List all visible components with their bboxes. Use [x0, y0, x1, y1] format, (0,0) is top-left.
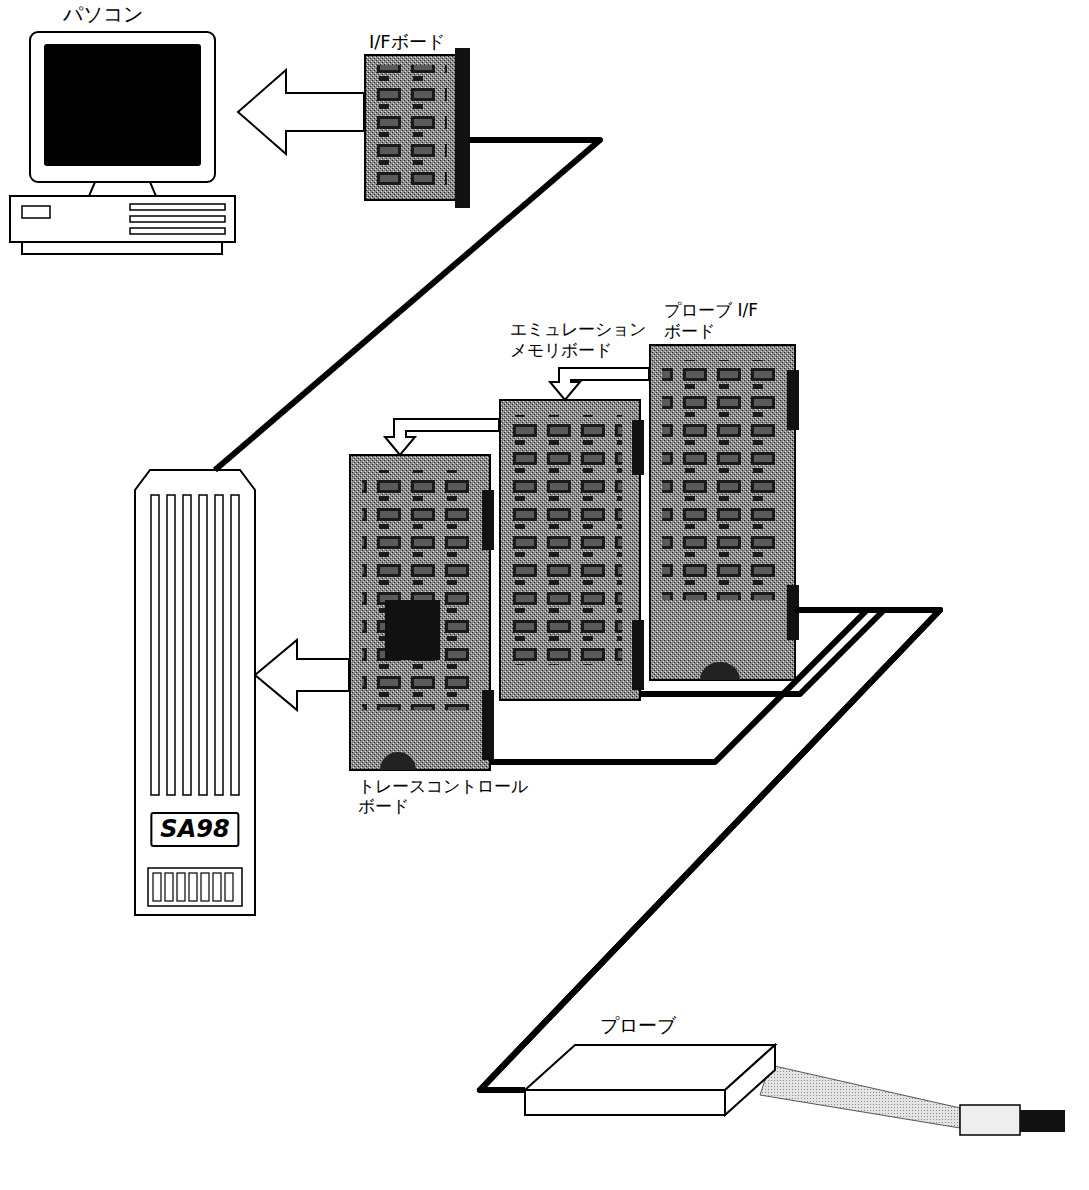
arrow-fill [294, 660, 348, 690]
drawing-part [177, 873, 185, 901]
drawing-part [153, 873, 161, 901]
drawing-part [135, 470, 255, 915]
drawing-part [760, 1065, 960, 1128]
drawing-part [632, 620, 644, 690]
drawing-part [650, 345, 795, 680]
part-label: プローブ [600, 1014, 676, 1037]
drawing-part [165, 873, 173, 901]
drawing-part [130, 204, 225, 210]
hollow-arrow [385, 425, 500, 455]
drawing-part [455, 48, 470, 208]
drawing-part [183, 495, 191, 795]
drawing-part [1020, 1110, 1065, 1132]
part-label: エミュレーション メモリボード [510, 319, 663, 360]
drawing-part [700, 662, 740, 680]
drawing-part [44, 44, 201, 166]
interface-board-drawing [365, 48, 470, 208]
probe: プローブ [525, 1045, 775, 1115]
interface-board: I/Fボード [365, 55, 470, 200]
probe-if-board: プローブ I/F ボード [650, 345, 795, 680]
drawing-part [199, 495, 207, 795]
drawing-part [130, 228, 225, 234]
cable-line [480, 610, 940, 1090]
cable [215, 140, 600, 470]
cable [480, 610, 940, 1090]
trace-board-drawing [350, 455, 494, 770]
hollow-arrow [238, 70, 365, 154]
arrow-fill [400, 425, 498, 440]
cable-line [215, 140, 600, 470]
drawing-part [10, 196, 235, 242]
drawing-part [380, 752, 416, 770]
computer: パソコン [8, 30, 238, 256]
cable [480, 610, 940, 1090]
drawing-part [725, 1045, 775, 1115]
probe-board-drawing [650, 345, 799, 680]
hollow-arrow [255, 640, 350, 710]
drawing-part [231, 495, 239, 795]
part-label: パソコン [63, 2, 143, 26]
drawing-part [372, 65, 447, 185]
cable-line [480, 610, 940, 1090]
drawing-part [22, 206, 50, 218]
drawing-part [787, 370, 799, 430]
drawing-part [189, 873, 197, 901]
arrow-head [238, 70, 286, 154]
drawing-part [225, 873, 233, 901]
unit-name: SA98 [150, 812, 239, 847]
drawing-part [482, 690, 494, 760]
part-label: I/Fボード [369, 31, 445, 53]
drawing-part [500, 400, 640, 700]
arrow-fill [565, 374, 648, 385]
drawing-part [22, 242, 222, 254]
drawing-part [512, 415, 622, 665]
drawing-part [365, 55, 457, 200]
cable-line [480, 610, 940, 1090]
drawing-part [213, 873, 221, 901]
probe-drawing [525, 1045, 1065, 1135]
computer-drawing [10, 32, 235, 254]
drawing-part [482, 490, 494, 550]
drawing-part [30, 32, 215, 182]
drawing-part [148, 868, 242, 906]
memory-board: エミュレーション メモリボード [500, 400, 640, 700]
memory-board-drawing [500, 400, 644, 700]
arrow-fill [283, 94, 363, 130]
drawing-part [662, 360, 777, 600]
drawing-part [632, 420, 644, 475]
drawing-part [151, 495, 159, 795]
emulator-unit-drawing [135, 470, 255, 915]
emulator-unit: SA98 [135, 470, 255, 915]
drawing-part [350, 455, 490, 770]
hollow-arrow [550, 374, 650, 400]
drawing-part [525, 1090, 725, 1115]
drawing-part [89, 182, 156, 196]
drawing-part [960, 1105, 1020, 1135]
part-label: プローブ I/F ボード [664, 300, 783, 341]
part-label: トレースコントロール ボード [358, 776, 545, 817]
trace-board: トレースコントロール ボード [350, 455, 490, 770]
drawing-part [167, 495, 175, 795]
arrow-head [255, 640, 297, 710]
drawing-part [385, 600, 440, 660]
drawing-part [201, 873, 209, 901]
drawing-part [215, 495, 223, 795]
drawing-part [362, 470, 472, 710]
cable [480, 610, 940, 1090]
drawing-part [130, 216, 225, 222]
